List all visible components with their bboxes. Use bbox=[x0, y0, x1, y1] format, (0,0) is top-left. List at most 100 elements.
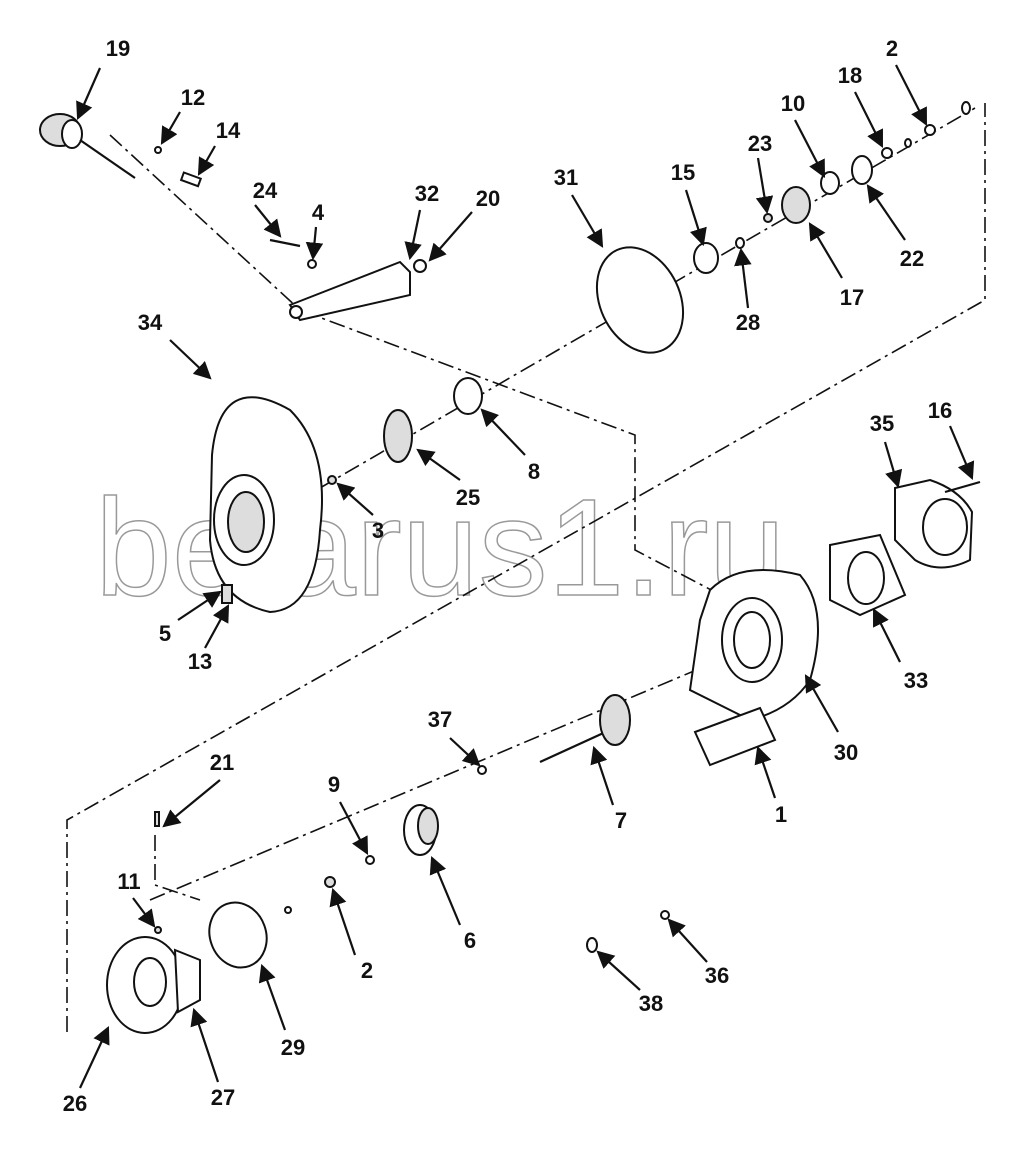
callout-5: 5 bbox=[159, 621, 171, 646]
watermark: belarus1.ru bbox=[95, 471, 785, 625]
backplate-part-26-27 bbox=[106, 936, 201, 1034]
part-10 bbox=[820, 171, 840, 195]
leader-arrow-5 bbox=[177, 590, 222, 621]
callout-35: 35 bbox=[870, 411, 894, 436]
callout-31: 31 bbox=[554, 165, 578, 190]
callout-36: 36 bbox=[705, 963, 729, 988]
callout-15: 15 bbox=[671, 160, 695, 185]
callout-2-top: 2 bbox=[886, 36, 898, 61]
leader-arrow-26 bbox=[79, 1026, 110, 1089]
callout-16: 16 bbox=[928, 398, 952, 423]
leader-arrow-21 bbox=[162, 779, 221, 828]
callout-23: 23 bbox=[748, 131, 772, 156]
callout-17: 17 bbox=[840, 285, 864, 310]
leader-arrow-19 bbox=[76, 67, 102, 121]
leader-arrow-3 bbox=[336, 482, 374, 516]
part-5-13 bbox=[221, 584, 233, 604]
callout-38: 38 bbox=[639, 991, 663, 1016]
callout-19: 19 bbox=[106, 36, 130, 61]
callout-9: 9 bbox=[328, 772, 340, 797]
callout-18: 18 bbox=[838, 63, 862, 88]
part-18 bbox=[881, 147, 893, 159]
callout-30: 30 bbox=[834, 740, 858, 765]
turbine-shaft-part-7 bbox=[539, 694, 631, 764]
part-37 bbox=[477, 765, 487, 775]
leader-arrow-9 bbox=[339, 801, 369, 855]
callout-7: 7 bbox=[615, 808, 627, 833]
part-14 bbox=[179, 171, 203, 188]
callout-37: 37 bbox=[428, 707, 452, 732]
leader-arrow-14 bbox=[197, 145, 216, 176]
part-17 bbox=[781, 186, 811, 224]
leader-arrow-27 bbox=[190, 1007, 220, 1083]
callout-14: 14 bbox=[216, 118, 241, 143]
leader-arrow-29 bbox=[258, 963, 287, 1031]
callout-2: 2 bbox=[361, 958, 373, 983]
part-20 bbox=[413, 259, 427, 273]
leader-arrows bbox=[76, 64, 975, 1089]
leader-arrow-12 bbox=[160, 111, 181, 145]
part-16 bbox=[944, 480, 981, 494]
callout-10: 10 bbox=[781, 91, 805, 116]
leader-arrow-36 bbox=[667, 918, 708, 963]
callout-1: 1 bbox=[775, 802, 787, 827]
parts bbox=[39, 101, 981, 1034]
leader-arrow-25 bbox=[416, 448, 461, 481]
callout-11: 11 bbox=[117, 869, 140, 894]
leader-arrow-37 bbox=[449, 737, 481, 767]
leader-arrow-10 bbox=[794, 119, 826, 178]
part-21 bbox=[154, 811, 160, 827]
part-23 bbox=[763, 213, 773, 223]
leader-arrow-32 bbox=[404, 209, 422, 261]
part-36 bbox=[660, 910, 670, 920]
leader-arrow-6 bbox=[429, 855, 462, 926]
leader-arrow-38 bbox=[596, 950, 641, 991]
leader-arrow-22 bbox=[866, 184, 906, 241]
leader-arrow-34 bbox=[169, 339, 212, 380]
part-15 bbox=[693, 242, 719, 274]
callout-27: 27 bbox=[211, 1085, 235, 1110]
leader-arrow-4 bbox=[305, 226, 324, 261]
part-2 bbox=[324, 876, 336, 888]
leader-arrow-8 bbox=[480, 408, 526, 456]
bracket-part-32 bbox=[288, 260, 411, 322]
callout-32: 32 bbox=[415, 181, 439, 206]
part-3 bbox=[327, 475, 337, 485]
leader-arrow-18 bbox=[854, 91, 883, 148]
leader-arrow-17 bbox=[808, 222, 843, 279]
callout-20: 20 bbox=[476, 186, 500, 211]
callout-24: 24 bbox=[253, 178, 278, 203]
leader-arrow-16 bbox=[948, 425, 975, 481]
compressor-wheel-part-25 bbox=[383, 409, 413, 463]
gasket-part-33 bbox=[829, 533, 907, 617]
callout-13: 13 bbox=[188, 649, 212, 674]
callout-8: 8 bbox=[528, 459, 540, 484]
clamp-part-31 bbox=[595, 246, 685, 354]
leader-arrow-35 bbox=[883, 441, 903, 489]
callout-21: 21 bbox=[210, 750, 234, 775]
callout-12: 12 bbox=[181, 85, 205, 110]
callout-33: 33 bbox=[904, 668, 928, 693]
leader-arrow-15 bbox=[684, 189, 707, 247]
callout-3: 3 bbox=[372, 518, 384, 543]
leader-arrow-7 bbox=[590, 745, 615, 806]
leader-arrow-23 bbox=[755, 157, 774, 215]
part-28 bbox=[735, 237, 745, 249]
callout-22: 22 bbox=[900, 246, 924, 271]
part-8 bbox=[453, 377, 483, 415]
leader-arrow-28 bbox=[734, 247, 752, 309]
part-9 bbox=[365, 855, 375, 865]
leader-arrow-20 bbox=[428, 211, 473, 262]
leader-arrow-30 bbox=[804, 674, 839, 733]
callout-25: 25 bbox=[456, 485, 480, 510]
leader-arrow-24 bbox=[254, 204, 282, 238]
leader-arrow-31 bbox=[571, 194, 604, 248]
leader-arrow-2 bbox=[895, 64, 927, 126]
leader-arrow-2 bbox=[329, 887, 357, 956]
part-11 bbox=[154, 926, 162, 934]
callout-labels: 19 12 14 24 4 32 20 31 15 23 10 18 2 22 … bbox=[63, 36, 952, 1116]
housing-part-35 bbox=[894, 478, 974, 569]
turbine-housing-part-30 bbox=[688, 569, 819, 722]
